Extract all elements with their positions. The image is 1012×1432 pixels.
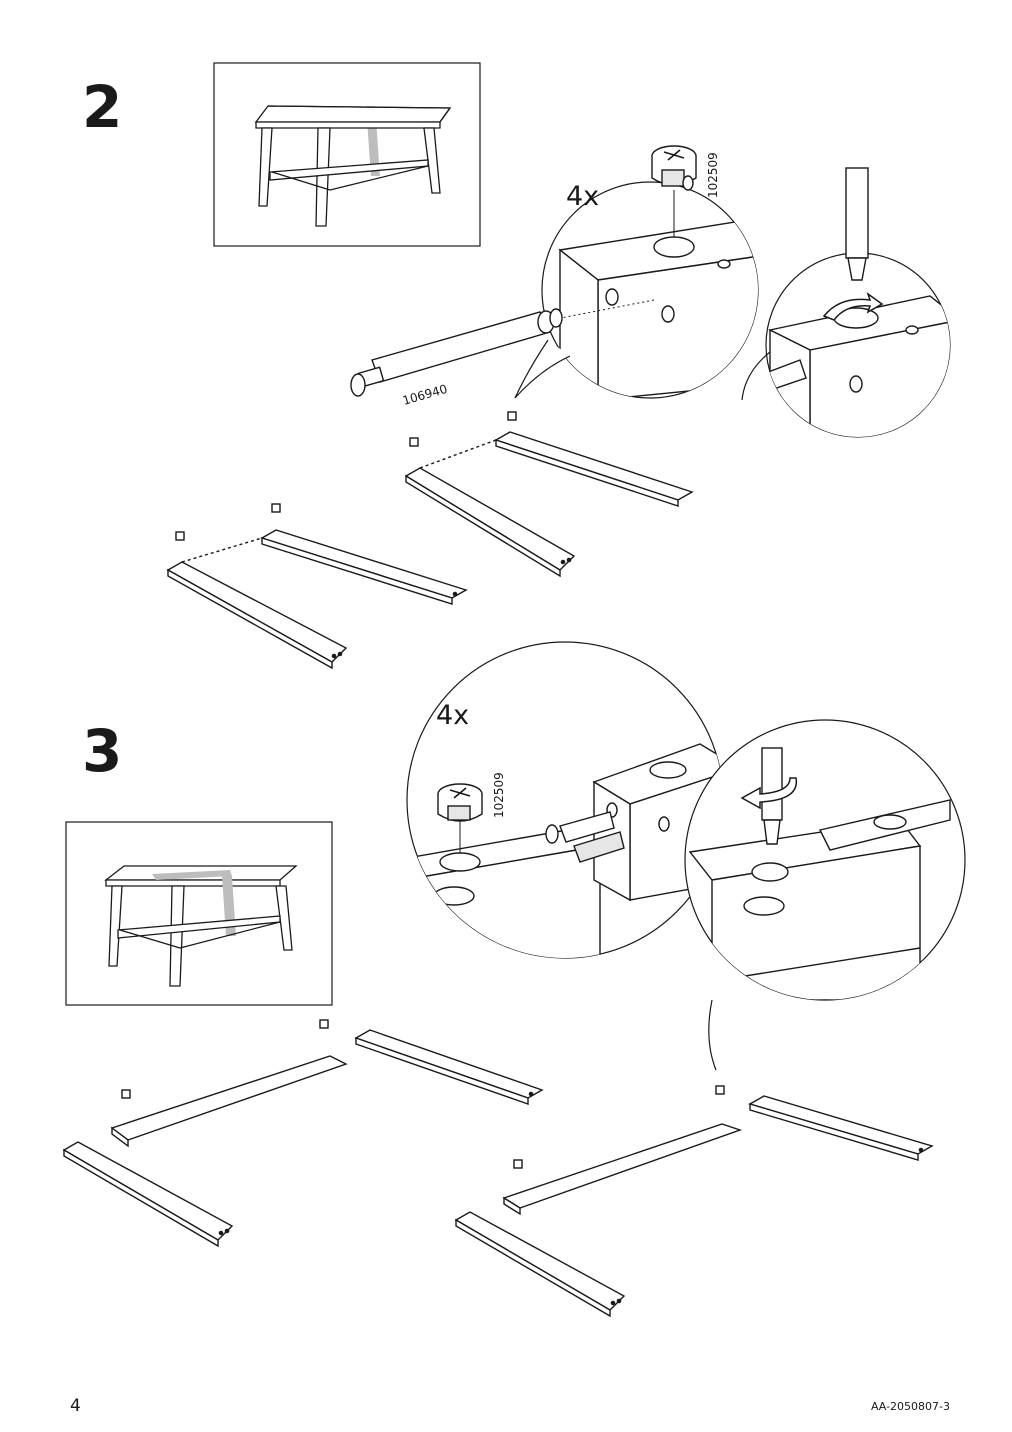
step3-quantity-label: 4x bbox=[436, 700, 469, 731]
step3-frame-right bbox=[454, 1085, 934, 1318]
step2-leg-frame-back bbox=[404, 411, 694, 578]
step3-overview-box bbox=[65, 821, 333, 1006]
step3-detail-zoom-tighten bbox=[684, 719, 966, 1071]
rotate-arrow-icon bbox=[822, 292, 884, 321]
step2-detail-zoom-cam bbox=[514, 181, 759, 399]
screwdriver-icon bbox=[845, 167, 869, 281]
cam-lock-fitting-icon bbox=[437, 783, 483, 822]
step-3-number: 3 bbox=[82, 717, 123, 785]
step3-cam-part-number: 102509 bbox=[492, 772, 506, 818]
step2-overview-box bbox=[213, 62, 481, 247]
step-2-number: 2 bbox=[82, 73, 123, 141]
step2-detail-zoom-tighten bbox=[741, 252, 951, 438]
cam-lock-fitting-icon bbox=[651, 145, 697, 191]
step3-frame-left bbox=[62, 1019, 544, 1248]
step3-detail-zoom-cam bbox=[406, 641, 724, 959]
page-number: 4 bbox=[70, 1396, 81, 1416]
step2-cam-part-number: 102509 bbox=[706, 152, 720, 198]
step2-dowel-part-number: 106940 bbox=[401, 382, 449, 408]
step2-leg-frame-front bbox=[166, 503, 468, 670]
document-code: AA-2050807-3 bbox=[870, 1400, 950, 1413]
step2-quantity-label: 4x bbox=[566, 181, 599, 212]
table-overview-icon bbox=[254, 105, 452, 227]
dowel-bolt-icon bbox=[350, 308, 563, 397]
rotate-arrow-icon bbox=[740, 777, 798, 810]
table-overview-icon bbox=[104, 865, 298, 987]
